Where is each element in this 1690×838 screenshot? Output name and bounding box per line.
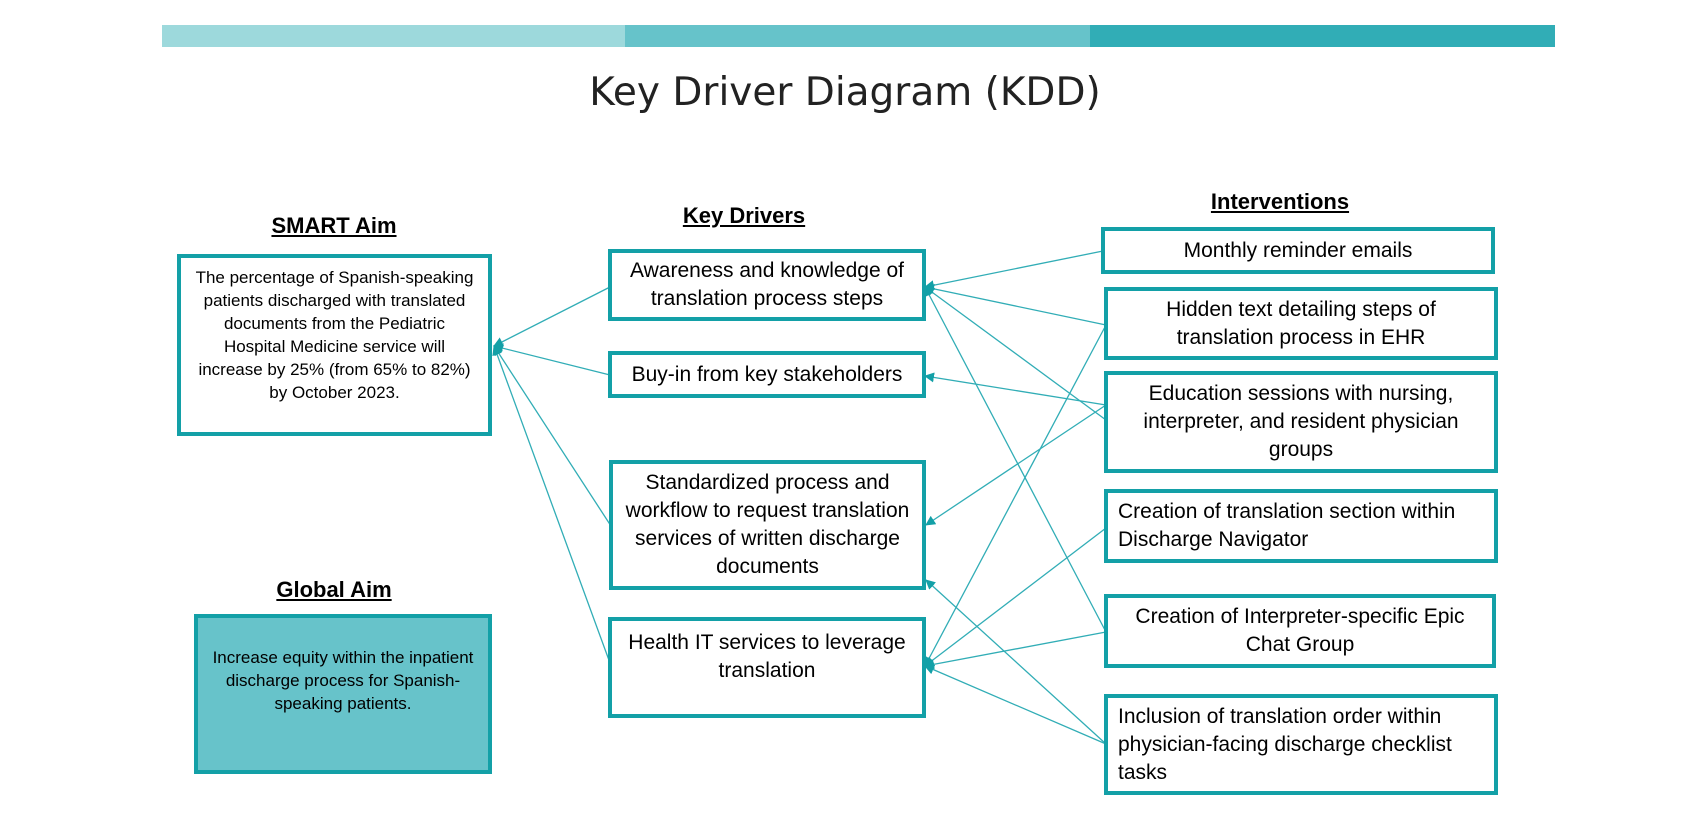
smart-aim-box: The percentage of Spanish-speaking patie… — [177, 254, 492, 436]
intervention-discharge-checklist: Inclusion of translation order within ph… — [1104, 694, 1498, 795]
link-int3-to-driver3 — [925, 404, 1107, 526]
key-driver-health-it: Health IT services to leverage translati… — [608, 617, 926, 718]
link-int6-to-driver4 — [924, 664, 1107, 745]
intervention-epic-chat-group: Creation of Interpreter-specific Epic Ch… — [1104, 594, 1496, 668]
link-driver4-to-aim — [492, 345, 611, 664]
smart-aim-heading: SMART Aim — [271, 213, 397, 238]
link-int6-to-driver3 — [925, 579, 1107, 745]
link-int5-to-driver4 — [924, 631, 1107, 670]
key-driver-standardized-process: Standardized process and workflow to req… — [609, 460, 926, 590]
link-driver2-to-aim — [493, 343, 611, 376]
header-bar-segment-1 — [162, 25, 625, 47]
link-int2-to-driver1 — [924, 283, 1107, 326]
link-int2-to-driver4 — [924, 324, 1107, 667]
global-aim-heading: Global Aim — [276, 577, 392, 602]
link-int3-to-driver2 — [924, 372, 1107, 406]
link-int4-to-driver4 — [924, 527, 1107, 667]
link-driver1-to-aim — [493, 286, 611, 347]
key-drivers-heading: Key Drivers — [682, 203, 806, 228]
link-driver3-to-aim — [493, 345, 612, 527]
intervention-monthly-emails: Monthly reminder emails — [1101, 227, 1495, 274]
global-aim-box: Increase equity within the inpatient dis… — [194, 614, 492, 774]
key-driver-awareness: Awareness and knowledge of translation p… — [608, 249, 926, 321]
key-driver-buy-in: Buy-in from key stakeholders — [608, 351, 926, 398]
link-int5-to-driver1 — [924, 286, 1107, 633]
link-int1-to-driver1 — [924, 250, 1104, 291]
interventions-heading: Interventions — [1210, 189, 1350, 214]
header-bar-segment-2 — [625, 25, 1090, 47]
intervention-hidden-text: Hidden text detailing steps of translati… — [1104, 287, 1498, 360]
link-int3-to-driver1 — [924, 286, 1107, 421]
header-bar-segment-3 — [1090, 25, 1555, 47]
intervention-education-sessions: Education sessions with nursing, interpr… — [1104, 371, 1498, 473]
intervention-discharge-navigator: Creation of translation section within D… — [1104, 489, 1498, 563]
page-title: Key Driver Diagram (KDD) — [589, 70, 1101, 115]
